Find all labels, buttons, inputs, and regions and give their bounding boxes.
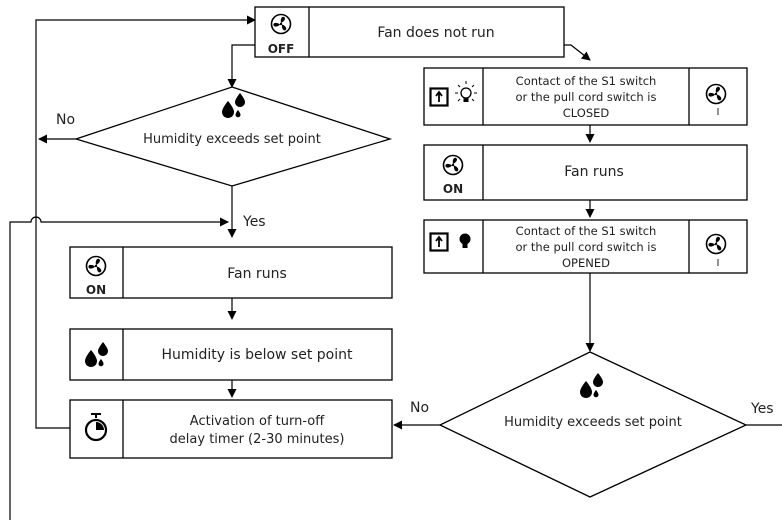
fan-speed-1-icon: I (705, 83, 727, 118)
below-set-point-label: Humidity is below set point (162, 347, 353, 363)
switch-closed-line3: CLOSED (563, 106, 610, 120)
switch-closed-line2: or the pull cord switch is (516, 90, 657, 104)
switch-opened-line1: Contact of the S1 switch (516, 224, 657, 238)
fan-speed-1-icon: I (705, 233, 727, 269)
switch-closed-line1: Contact of the S1 switch (516, 74, 657, 88)
node-switch-closed: Contact of the S1 switch or the pull cor… (423, 67, 748, 126)
connector-off-to-switch-closed (564, 44, 591, 61)
decision-right-diamond (438, 351, 748, 498)
fan-off-badge: OFF (268, 42, 295, 56)
decision-right-label: Humidity exceeds set point (504, 415, 682, 430)
fan-on-badge: ON (86, 283, 106, 297)
connectors (9, 15, 782, 520)
decision-right-yes-label: Yes (750, 401, 774, 417)
node-fan-off: OFF Fan does not run (254, 6, 565, 58)
timer-icon (84, 413, 108, 442)
delay-timer-line1: Activation of turn-off (190, 414, 325, 429)
switch-light-on-icon (429, 81, 477, 107)
decision-left-label: Humidity exceeds set point (143, 132, 321, 147)
node-fan-off-box (254, 6, 565, 58)
node-fan-runs-left: ON Fan runs (69, 246, 393, 299)
connector-timer-to-loop (35, 379, 70, 429)
node-delay-timer-box (69, 399, 393, 459)
node-switch-opened-box (423, 219, 748, 274)
switch-opened-line2: or the pull cord switch is (516, 240, 657, 254)
fan-off-icon: OFF (268, 13, 295, 56)
fan-off-label: Fan does not run (377, 25, 494, 41)
fan-on-badge: ON (443, 182, 463, 196)
node-below-set-point: Humidity is below set point (69, 328, 393, 381)
node-below-set-point-box (69, 328, 393, 381)
decision-right: Humidity exceeds set point (438, 351, 748, 498)
speed-mark: I (717, 258, 720, 269)
node-fan-runs-right-box (423, 144, 748, 201)
loop-return-line (35, 15, 256, 379)
decision-left-yes-label: Yes (242, 214, 266, 230)
fan-on-icon: ON (85, 255, 107, 297)
decision-left-diamond (73, 86, 393, 187)
fan-runs-left-label: Fan runs (227, 266, 286, 282)
delay-timer-line2: delay timer (2-30 minutes) (170, 432, 345, 447)
node-fan-runs-left-box (69, 246, 393, 299)
node-switch-opened: Contact of the S1 switch or the pull cor… (423, 219, 748, 274)
node-delay-timer: Activation of turn-off delay timer (2-30… (69, 399, 393, 459)
node-switch-closed-box (423, 67, 748, 126)
decision-left: Humidity exceeds set point (73, 86, 393, 187)
switch-light-off-icon (429, 232, 471, 252)
decision-left-no-label: No (56, 112, 75, 128)
connector-right-yes-return (9, 216, 229, 520)
switch-opened-line3: OPENED (562, 256, 610, 270)
decision-right-no-label: No (410, 400, 429, 416)
fan-on-icon: ON (442, 154, 464, 196)
node-fan-runs-right: ON Fan runs (423, 144, 748, 201)
connector-off-to-decision (227, 44, 255, 88)
fan-runs-right-label: Fan runs (564, 164, 623, 180)
speed-mark: I (717, 107, 720, 118)
